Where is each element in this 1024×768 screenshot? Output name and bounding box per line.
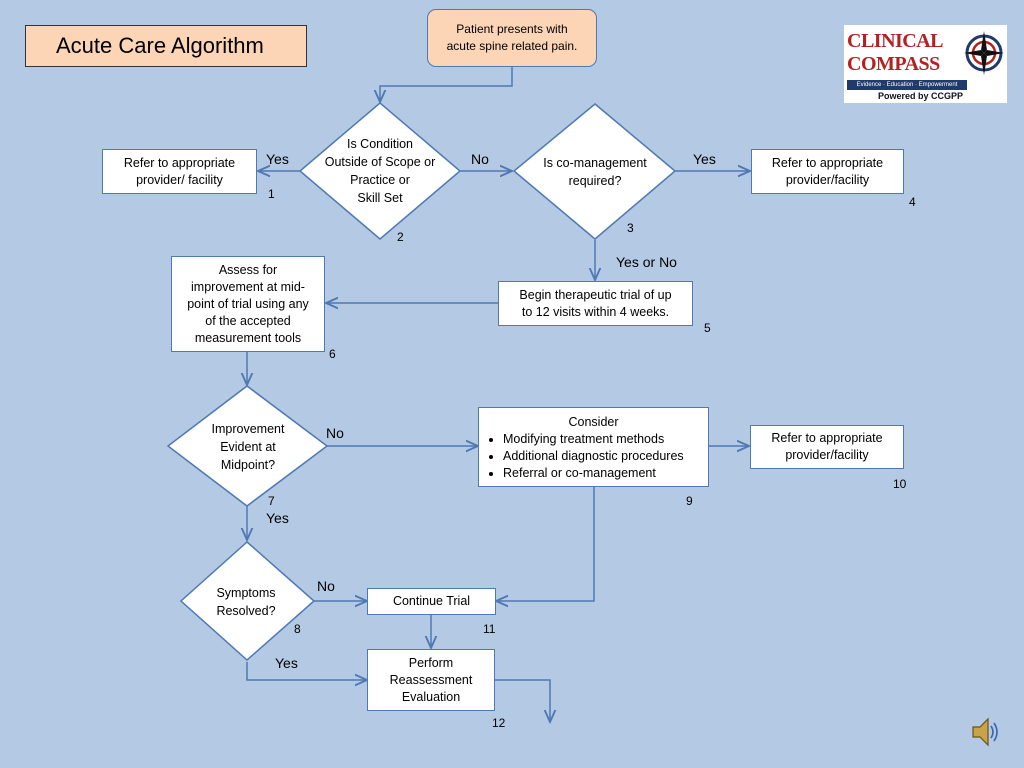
diamond-8-shape <box>179 540 316 662</box>
node-1-refer: Refer to appropriate provider/ facility <box>102 149 257 194</box>
logo-line-2: COMPASS <box>847 53 940 75</box>
consider-title: Consider <box>568 415 619 429</box>
step-number-5: 5 <box>704 321 711 335</box>
node-8-resolved-question: Symptoms Resolved? <box>216 586 276 618</box>
node-6-assess: Assess for improvement at mid- point of … <box>171 256 325 352</box>
logo-powered-by: Powered by CCGPP <box>878 91 964 101</box>
edge-label-no: No <box>471 151 489 167</box>
consider-item: Referral or co-management <box>503 465 708 482</box>
start-node: Patient presents with acute spine relate… <box>427 9 597 67</box>
diamond-7-shape <box>166 385 329 507</box>
node-4-refer: Refer to appropriate provider/facility <box>751 149 904 194</box>
consider-list: Modifying treatment methods Additional d… <box>479 431 708 482</box>
consider-item: Modifying treatment methods <box>503 431 708 448</box>
clinical-compass-logo: CLINICAL COMPASS Evidence · Education · … <box>844 25 1007 103</box>
step-number-8: 8 <box>294 622 301 636</box>
consider-item: Additional diagnostic procedures <box>503 448 708 465</box>
node-3-comanagement-question: Is co-management required? <box>543 156 647 188</box>
step-number-11: 11 <box>483 622 496 636</box>
step-number-1: 1 <box>268 187 275 201</box>
node-7-improvement-question: Improvement Evident at Midpoint? <box>211 422 285 472</box>
edge-label-yes: Yes <box>266 510 289 526</box>
edge-label-yes: Yes <box>275 655 298 671</box>
step-number-9: 9 <box>686 494 693 508</box>
edge-label-yes: Yes <box>266 151 289 167</box>
node-9-consider: Consider Modifying treatment methods Add… <box>478 407 709 487</box>
node-11-continue-trial: Continue Trial <box>367 588 496 615</box>
node-5-begin-trial: Begin therapeutic trial of up to 12 visi… <box>498 281 693 326</box>
step-number-10: 10 <box>893 477 907 491</box>
node-12-reassessment: Perform Reassessment Evaluation <box>367 649 495 711</box>
edge-label-no: No <box>317 578 335 594</box>
diamond-2-shape <box>298 102 462 240</box>
step-number-4: 4 <box>909 195 916 209</box>
edge-start-to-2 <box>380 67 513 102</box>
logo-line-1: CLINICAL <box>847 30 944 52</box>
edge-8-to-12 <box>246 662 367 680</box>
step-number-7: 7 <box>268 494 275 508</box>
compass-icon <box>964 31 1004 75</box>
speaker-icon[interactable] <box>970 715 1000 749</box>
logo-tagline: Evidence · Education · Empowerment <box>847 80 967 90</box>
page-title: Acute Care Algorithm <box>25 25 307 67</box>
node-10-refer: Refer to appropriate provider/facility <box>750 425 904 469</box>
step-number-3: 3 <box>627 221 634 235</box>
node-2-scope-question: Is Condition Outside of Scope or Practic… <box>324 137 436 205</box>
edge-12-out <box>495 679 550 722</box>
diamond-3-shape <box>512 103 677 240</box>
edge-9-to-11 <box>496 487 595 601</box>
edge-label-no: No <box>326 425 344 441</box>
step-number-2: 2 <box>397 230 404 244</box>
edge-label-yes: Yes <box>693 151 716 167</box>
edge-label-yes-or-no: Yes or No <box>616 254 677 270</box>
step-number-6: 6 <box>329 347 336 361</box>
step-number-12: 12 <box>492 716 506 730</box>
